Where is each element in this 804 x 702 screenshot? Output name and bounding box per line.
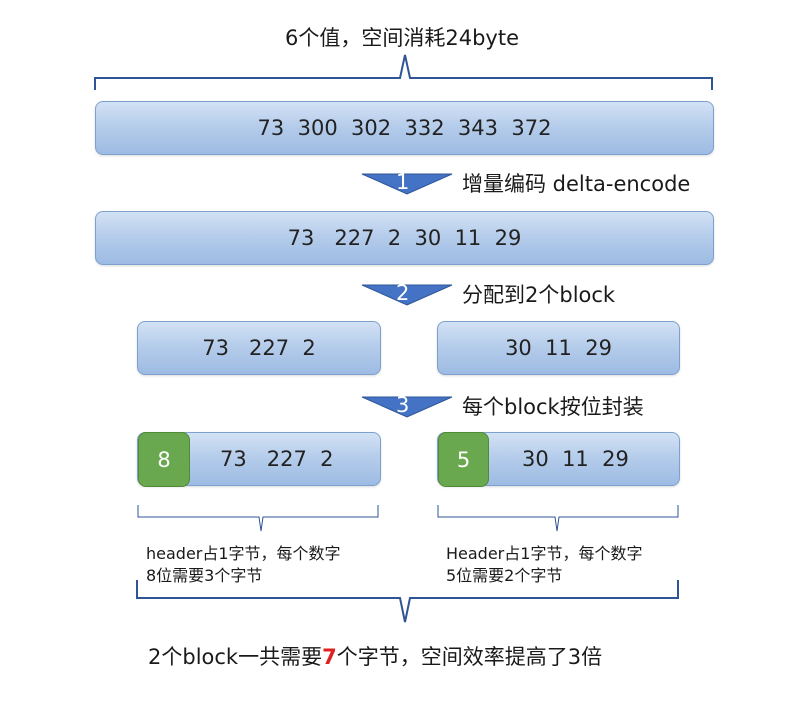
- step-3-number: 3: [396, 393, 410, 417]
- conclusion-after: 个字节，空间效率提高了3倍: [336, 645, 603, 669]
- block-2: 30 11 29: [437, 321, 680, 375]
- block-1-note-line1: header占1字节，每个数字: [146, 544, 341, 563]
- step-arrow-2: [361, 284, 453, 306]
- step-arrow-3: [361, 396, 453, 418]
- block-1-note: header占1字节，每个数字 8位需要3个字节: [146, 543, 341, 587]
- step-2-number: 2: [396, 281, 410, 305]
- block-1: 73 227 2: [137, 321, 381, 375]
- step-2-label: 分配到2个block: [462, 283, 616, 307]
- conclusion-before: 2个block一共需要: [148, 645, 323, 669]
- raw-values-text: 73 300 302 332 343 372: [257, 116, 552, 140]
- diagram-title: 6个值，空间消耗24byte: [285, 26, 519, 50]
- step-1-number: 1: [396, 170, 410, 194]
- top-brace: [94, 54, 713, 90]
- block-2-values: 30 11 29: [505, 336, 612, 360]
- left-block-brace: [137, 505, 379, 532]
- block-2-header: 5: [438, 432, 489, 487]
- block-1-values: 73 227 2: [202, 336, 316, 360]
- conclusion-highlight: 7: [322, 645, 337, 669]
- packed-block-1-values: 73 227 2: [220, 447, 334, 471]
- step-arrow-1: [361, 173, 453, 195]
- block-2-note: Header占1字节，每个数字 5位需要2个字节: [446, 543, 642, 587]
- block-1-header: 8: [138, 432, 190, 487]
- raw-values-bar: 73 300 302 332 343 372: [95, 101, 714, 155]
- step-3-label: 每个block按位封装: [462, 395, 644, 419]
- step-1-label: 增量编码 delta-encode: [462, 172, 691, 196]
- delta-values-bar: 73 227 2 30 11 29: [95, 211, 714, 265]
- block-2-note-line1: Header占1字节，每个数字: [446, 544, 643, 563]
- packed-block-2-values: 30 11 29: [522, 447, 629, 471]
- right-block-brace: [437, 505, 679, 532]
- bottom-brace: [136, 580, 679, 623]
- delta-values-text: 73 227 2 30 11 29: [287, 226, 522, 250]
- block-2-note-line2: 5位需要2个字节: [446, 566, 563, 585]
- conclusion: 2个block一共需要7个字节，空间效率提高了3倍: [148, 641, 602, 671]
- block-1-note-line2: 8位需要3个字节: [146, 566, 263, 585]
